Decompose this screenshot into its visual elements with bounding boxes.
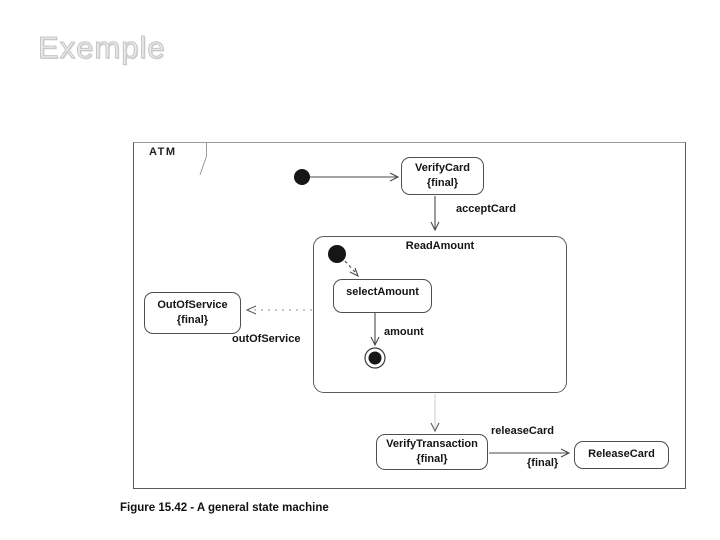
state-outofservice: OutOfService {final} [144, 292, 241, 334]
state-final-constraint: {final} [416, 453, 448, 465]
state-verifytransaction: VerifyTransaction {final} [376, 434, 488, 470]
state-name-label: ReleaseCard [588, 448, 655, 461]
state-final-constraint: {final} [176, 314, 209, 326]
state-final-constraint: {final} [426, 177, 459, 189]
uml-frame [133, 142, 686, 489]
state-name-label: VerifyCard [414, 161, 471, 174]
page-title: Exemple [38, 30, 166, 66]
state-name-label: OutOfService [157, 298, 228, 311]
state-selectamount: selectAmount [333, 279, 432, 313]
state-verifycard: VerifyCard {final} [401, 157, 484, 195]
transition-label-releasecard: releaseCard [491, 425, 554, 437]
transition-label-acceptcard: acceptCard [456, 203, 516, 215]
frame-name-label: ATM [149, 146, 177, 158]
transition-label-outofservice: outOfService [232, 333, 301, 345]
transition-label-amount: amount [384, 326, 424, 338]
state-name-label: VerifyTransaction [386, 437, 478, 450]
state-name-label: ReadAmount [405, 240, 475, 252]
composite-state-readamount: ReadAmount [313, 236, 567, 393]
figure-caption: Figure 15.42 - A general state machine [120, 502, 329, 514]
transition-guard-final: {final} [527, 457, 559, 469]
state-name-label: selectAmount [346, 286, 419, 298]
state-releasecard: ReleaseCard [574, 441, 669, 469]
